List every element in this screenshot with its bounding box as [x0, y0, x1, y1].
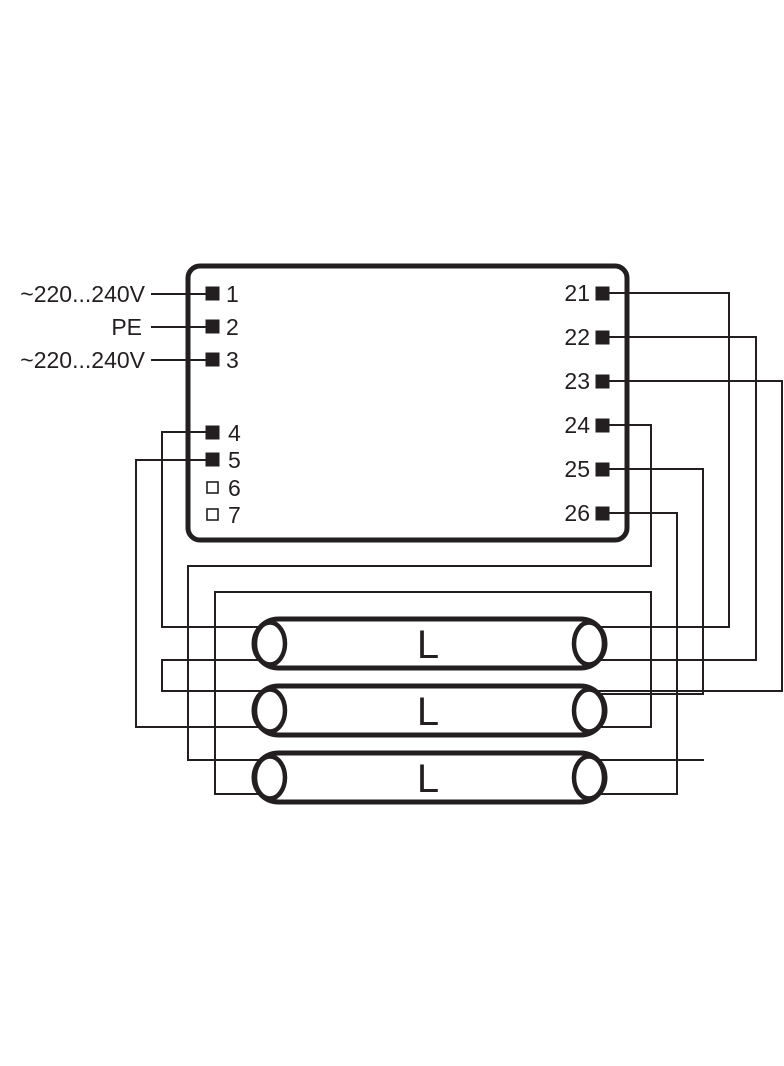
ballast-box [185, 263, 630, 543]
lamp-electrode-left [252, 687, 288, 734]
terminal-label-25: 25 [564, 456, 590, 482]
terminal-3 [205, 352, 220, 367]
terminal-label-6: 6 [228, 475, 241, 501]
lamp-label: L [417, 623, 439, 667]
terminal-label-21: 21 [564, 280, 590, 306]
terminal-2 [205, 319, 220, 334]
lamp-label: L [417, 757, 439, 801]
supply-leads [151, 293, 207, 361]
lamp-electrode-left [252, 620, 288, 667]
terminal-23 [595, 374, 610, 389]
terminal-5 [205, 452, 220, 467]
terminal-label-2: 2 [226, 314, 239, 340]
terminal-label-23: 23 [564, 368, 590, 394]
terminal-26 [595, 506, 610, 521]
terminal-label-5: 5 [228, 447, 241, 473]
lamp-electrode-left [252, 754, 288, 801]
lamp-3: L [251, 750, 608, 805]
terminal-label-1: 1 [226, 281, 239, 307]
terminal-22 [595, 330, 610, 345]
lamp-wiring [135, 292, 783, 795]
terminal-24 [595, 418, 610, 433]
terminal-label-24: 24 [564, 412, 590, 438]
lamp-electrode-right [571, 620, 607, 667]
terminal-label-4: 4 [228, 420, 241, 446]
supply-l-label: ~220...240V [20, 281, 145, 307]
terminal-21 [595, 286, 610, 301]
supply-n-label: ~220...240V [20, 347, 145, 373]
lamp-label: L [417, 690, 439, 734]
supply-pe-label: PE [111, 314, 142, 340]
right-terminals [595, 286, 610, 521]
terminal-7 [206, 508, 219, 521]
terminal-label-22: 22 [564, 324, 590, 350]
lamp-electrode-right [571, 687, 607, 734]
lamp-2: L [251, 683, 608, 738]
terminal-label-26: 26 [564, 500, 590, 526]
terminal-4 [205, 425, 220, 440]
terminal-label-3: 3 [226, 347, 239, 373]
lamp-electrode-right [571, 754, 607, 801]
terminal-1 [205, 286, 220, 301]
left-terminals [205, 286, 220, 521]
lamp-1: L [251, 616, 608, 671]
terminal-25 [595, 462, 610, 477]
terminal-6 [206, 481, 219, 494]
terminal-label-7: 7 [228, 502, 241, 528]
